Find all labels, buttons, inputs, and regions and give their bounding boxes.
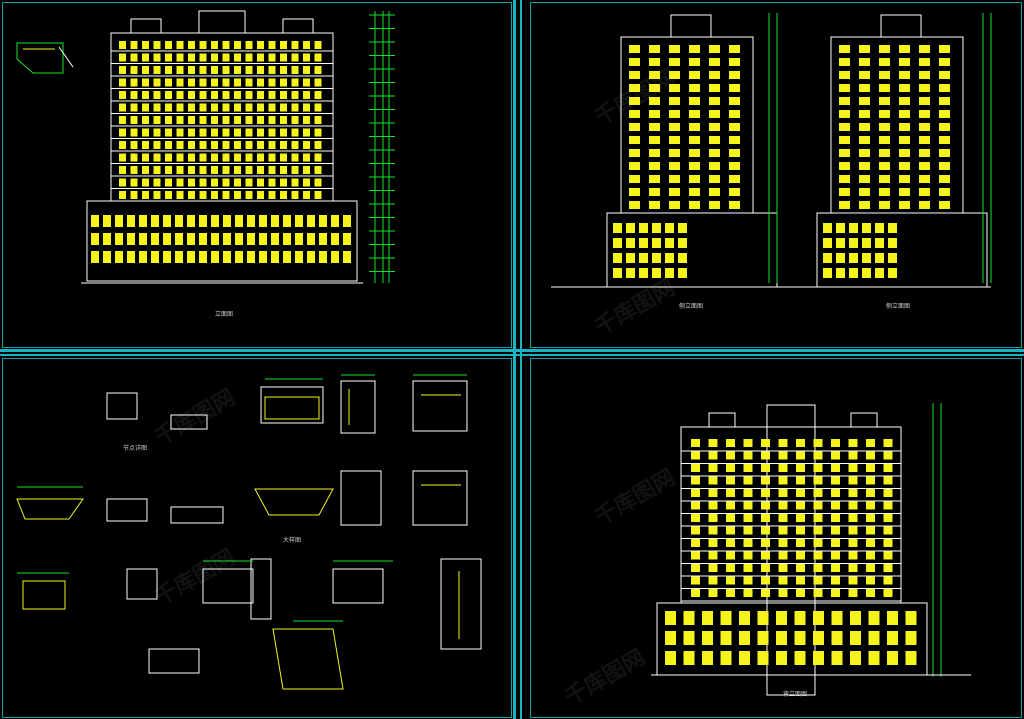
divider-horizontal xyxy=(0,349,1024,352)
viewport-back-elevation[interactable]: 背立面图 xyxy=(530,358,1022,718)
back-elevation-drawing xyxy=(651,403,971,696)
divider-horizontal-2 xyxy=(0,354,1024,356)
details-drawing xyxy=(16,374,482,690)
front-elevation-title: 立面图 xyxy=(215,311,234,318)
viewport-side-elevations[interactable]: 侧立面图 侧立面图 xyxy=(530,2,1022,348)
back-elevation-title: 背立面图 xyxy=(783,691,808,698)
detail-a-title: 节点详图 xyxy=(123,445,148,452)
side-elevation-b-title: 侧立面图 xyxy=(886,303,911,310)
viewport-details[interactable]: 节点详图 大样图 xyxy=(2,358,512,718)
front-elevation-drawing xyxy=(16,10,395,284)
side-elevation-drawing xyxy=(551,13,992,288)
divider-vertical-2 xyxy=(520,0,522,719)
viewport-front-elevation[interactable]: 立面图 xyxy=(2,2,512,348)
side-elevation-a-title: 侧立面图 xyxy=(679,303,704,310)
detail-b-title: 大样图 xyxy=(283,537,302,544)
divider-vertical xyxy=(513,0,516,719)
